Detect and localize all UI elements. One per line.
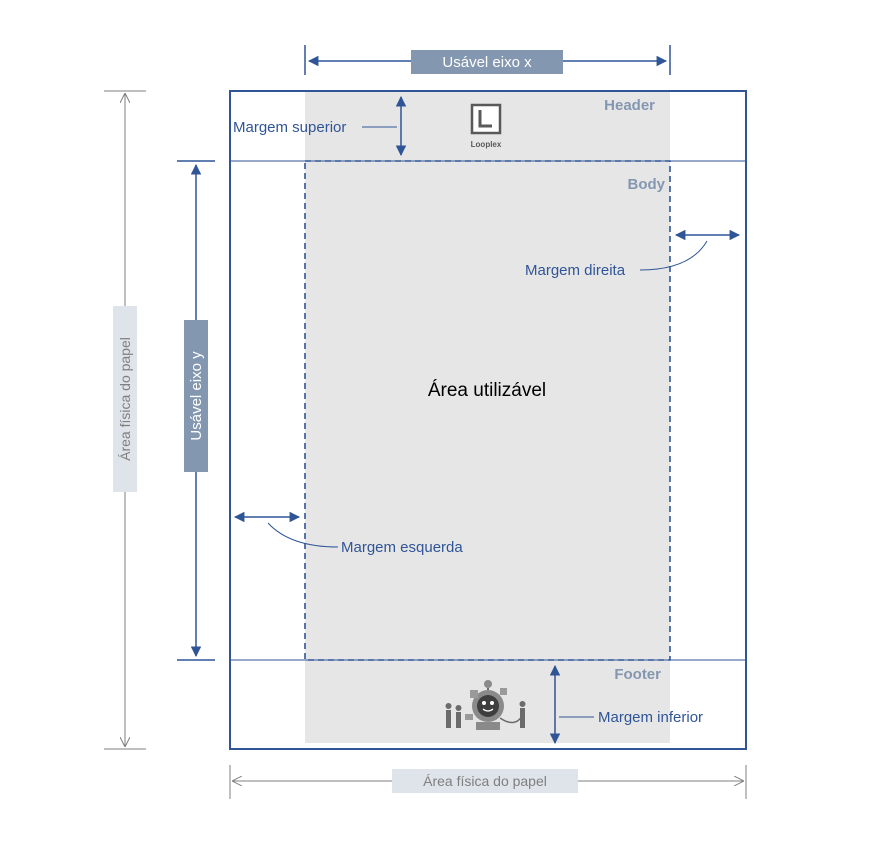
robot-smile (482, 708, 494, 712)
robot-gear-right (500, 688, 507, 695)
robot-person-mid-head (455, 705, 462, 711)
robot-eye-right (490, 701, 494, 705)
robot-person-right-head (519, 701, 526, 707)
robot-person-right (520, 708, 525, 728)
margin-right-leader (639, 240, 708, 271)
paper-v-label: Área física do papel (117, 337, 133, 461)
paper-v-badge (113, 306, 137, 492)
usable-x-label: Usável eixo x (442, 54, 532, 71)
robot-person-mid (456, 712, 461, 728)
looplex-logo-text: Looplex (471, 140, 502, 149)
robot-gear-left (470, 690, 478, 698)
robot-screen (465, 714, 473, 720)
margin-left-label: Margem esquerda (341, 539, 463, 556)
robot-face (477, 695, 499, 717)
robot-base (476, 722, 500, 730)
robot-illustration (445, 680, 526, 730)
margin-bottom-label: Margem inferior (598, 709, 703, 726)
robot-person-left (446, 710, 451, 728)
usable-y-label: Usável eixo y (188, 351, 205, 441)
footer-label: Footer (614, 666, 661, 683)
robot-person-left-head (445, 703, 452, 709)
body-label: Body (628, 176, 666, 193)
paper-h-label: Área física do papel (423, 773, 547, 789)
usable-area-label: Área utilizável (428, 380, 546, 401)
looplex-logo-frame (470, 103, 502, 135)
usable-y-badge (184, 320, 208, 472)
usable-area (304, 160, 671, 661)
paper-h-badge (392, 769, 578, 793)
looplex-logo: Looplex (470, 103, 502, 149)
header-label: Header (604, 97, 655, 114)
robot-eye-left (482, 701, 486, 705)
robot-antenna (484, 680, 492, 688)
margin-right-label: Margem direita (525, 262, 626, 279)
paper-outline (229, 90, 747, 750)
looplex-logo-letter (478, 110, 492, 128)
usable-x-badge (411, 50, 563, 74)
margin-left-leader (267, 522, 339, 548)
margin-top-label: Margem superior (233, 119, 346, 136)
